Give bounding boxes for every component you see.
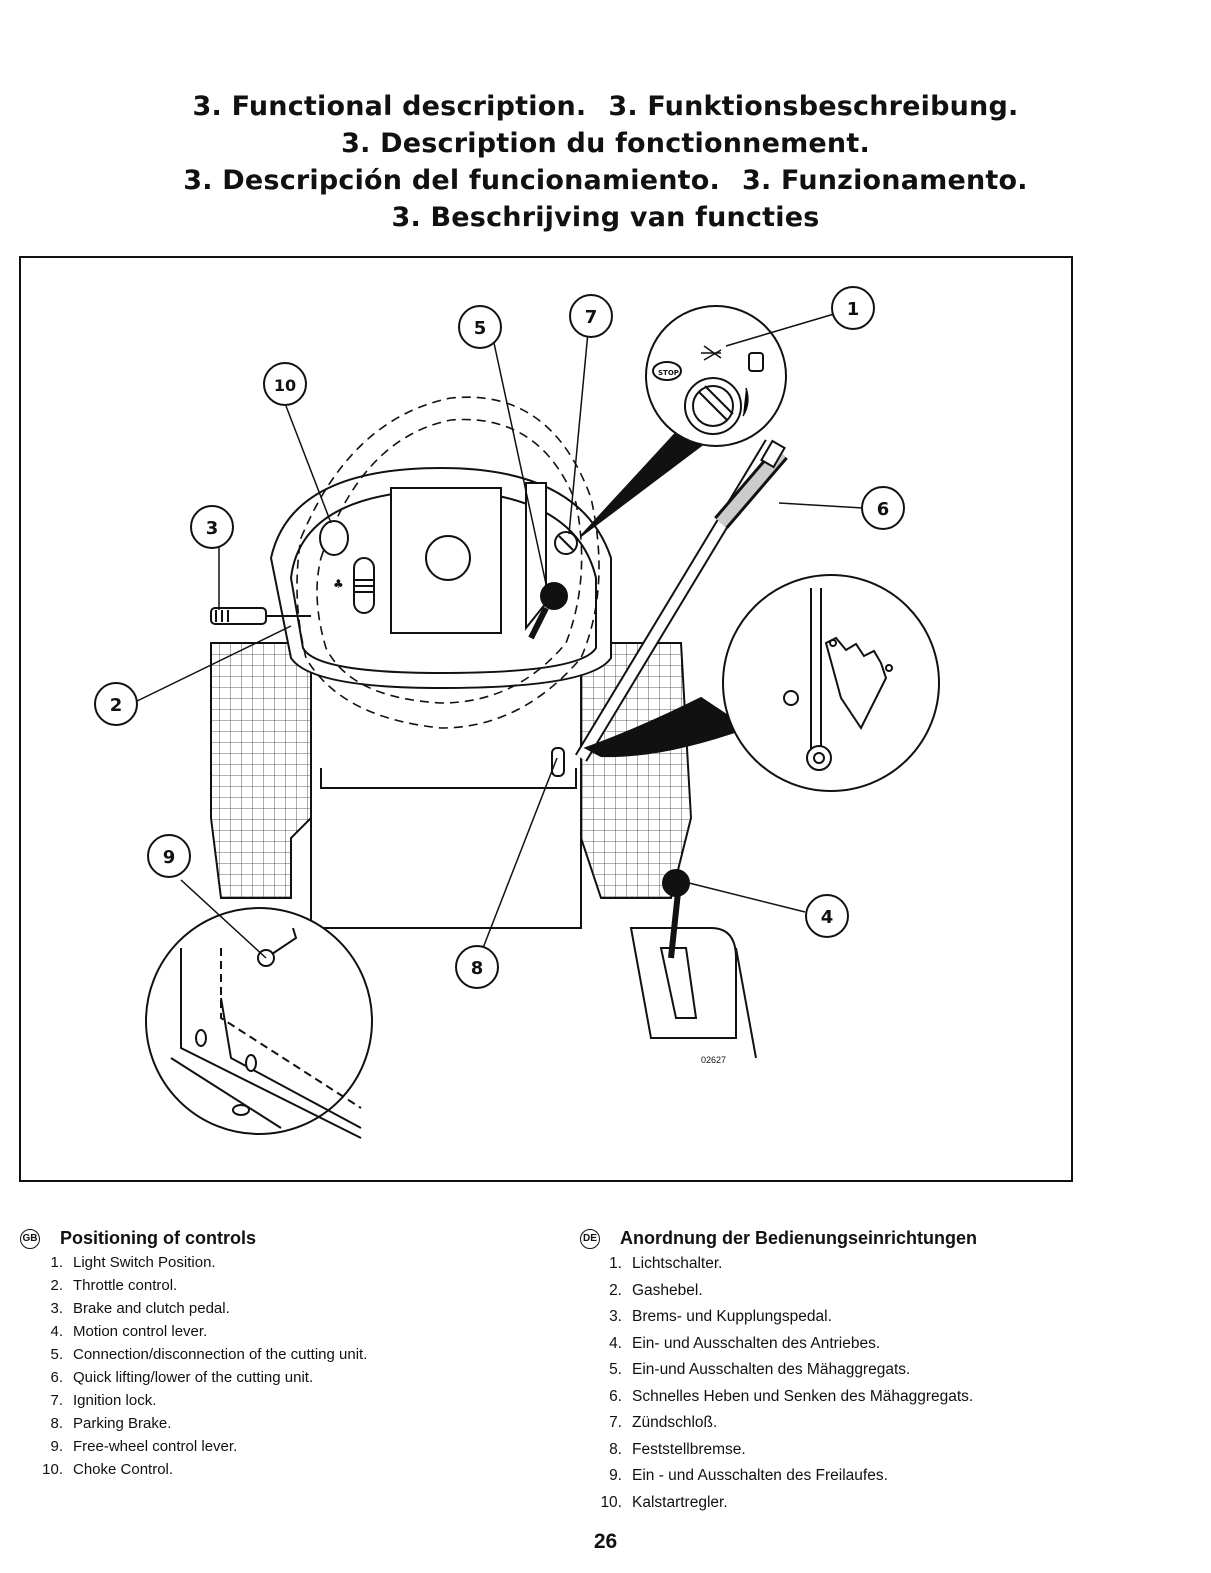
list-item: 1.Lichtschalter. <box>609 1255 723 1272</box>
lift-ratchet-inset <box>583 574 940 792</box>
title-line-1: 3. Functional description. 3. Funktionsbe… <box>0 88 1211 125</box>
list-item: 10.Kalstartregler. <box>600 1493 728 1511</box>
controls-illustration: ♣ <box>19 256 1073 1182</box>
parking-brake <box>551 747 565 777</box>
list-item: 3.Brake and clutch pedal. <box>50 1300 230 1317</box>
title-line-2: 3. Description du fonctionnement. <box>0 125 1211 162</box>
legend-list: 1.Lichtschalter. 2.Gashebel. 3.Brems- un… <box>580 1251 1180 1516</box>
gb-flag-icon: GB <box>20 1228 40 1249</box>
list-item: 7.Zündschloß. <box>609 1414 718 1431</box>
svg-text:4: 4 <box>821 907 834 928</box>
svg-text:1: 1 <box>847 299 860 320</box>
title-en: 3. Functional description. <box>192 91 587 122</box>
callout-7: 7 <box>569 294 613 338</box>
choke-knob <box>319 520 349 556</box>
de-flag-icon: DE <box>580 1228 600 1249</box>
legend-title: Anordnung der Bedienungseinrichtungen <box>620 1228 977 1248</box>
lift-lever <box>575 439 788 762</box>
list-item: 10.Choke Control. <box>42 1461 174 1478</box>
svg-text:9: 9 <box>163 847 176 868</box>
list-item: 7.Ignition lock. <box>50 1392 157 1409</box>
title-es: 3. Descripción del funcionamiento. <box>183 165 720 196</box>
title-line-3: 3. Descripción del funcionamiento. 3. Fun… <box>0 162 1211 199</box>
svg-text:5: 5 <box>474 318 487 339</box>
pedal <box>210 607 311 625</box>
svg-text:6: 6 <box>877 499 890 520</box>
svg-text:♣: ♣ <box>333 577 344 591</box>
title-fr: 3. Description du fonctionnement. <box>341 128 870 159</box>
svg-text:3: 3 <box>206 518 219 539</box>
callout-2: 2 <box>94 682 138 726</box>
tractor-body <box>210 396 693 929</box>
title-it: 3. Funzionamento. <box>742 165 1028 196</box>
legend-title: Positioning of controls <box>60 1228 256 1248</box>
list-item: 4.Motion control lever. <box>50 1323 208 1340</box>
page-titles: 3. Functional description. 3. Funktionsbe… <box>0 88 1211 236</box>
svg-text:2: 2 <box>110 695 123 716</box>
callout-10: 10 <box>263 362 307 406</box>
legend-heading: GB Positioning of controls <box>20 1228 520 1249</box>
list-item: 8.Parking Brake. <box>50 1415 172 1432</box>
callout-5: 5 <box>458 305 502 349</box>
list-item: 8.Feststellbremse. <box>609 1440 746 1458</box>
list-item: 2.Gashebel. <box>609 1281 703 1299</box>
callout-labels: 1 2 3 4 5 6 7 8 9 10 <box>94 286 905 989</box>
ignition-key <box>554 531 578 555</box>
svg-text:8: 8 <box>471 958 484 979</box>
list-item: 4.Ein- und Ausschalten des Antriebes. <box>609 1334 881 1352</box>
list-item: 9.Ein - und Ausschalten des Freilaufes. <box>609 1467 888 1484</box>
leader-lines <box>132 313 864 959</box>
svg-text:10: 10 <box>274 376 296 395</box>
ignition-inset: STOP <box>580 305 787 537</box>
title-de: 3. Funktionsbeschreibung. <box>608 91 1019 122</box>
drawing-number: 02627 <box>701 1055 726 1065</box>
list-item: 2.Throttle control. <box>50 1277 178 1294</box>
list-item: 5.Connection/disconnection of the cuttin… <box>50 1346 368 1363</box>
legend-list: 1.Light Switch Position. 2.Throttle cont… <box>20 1251 520 1481</box>
legend-heading: DE Anordnung der Bedienungseinrichtungen <box>580 1228 1180 1249</box>
motion-control-lever <box>629 869 757 1059</box>
callout-9: 9 <box>147 834 191 878</box>
callout-3: 3 <box>190 505 234 549</box>
legend-english: GB Positioning of controls 1.Light Switc… <box>20 1228 520 1481</box>
title-nl: 3. Beschrijving van functies <box>391 202 820 233</box>
list-item: 5.Ein-und Ausschalten des Mähaggregats. <box>609 1361 911 1378</box>
list-item: 6.Quick lifting/lower of the cutting uni… <box>50 1369 314 1386</box>
svg-text:7: 7 <box>585 307 598 328</box>
callout-4: 4 <box>805 894 849 938</box>
callout-6: 6 <box>861 486 905 530</box>
page-number: 26 <box>593 1530 618 1553</box>
legend-german: DE Anordnung der Bedienungseinrichtungen… <box>580 1228 1180 1516</box>
title-line-4: 3. Beschrijving van functies <box>0 199 1211 236</box>
list-item: 9.Free-wheel control lever. <box>50 1438 238 1455</box>
tractor-controls-diagram: ♣ <box>94 286 940 1139</box>
callout-8: 8 <box>455 945 499 989</box>
free-wheel-inset <box>145 907 373 1139</box>
list-item: 3.Brems- und Kupplungspedal. <box>609 1308 832 1325</box>
throttle-lever: ♣ <box>333 557 375 614</box>
list-item: 6.Schnelles Heben und Senken des Mähaggr… <box>609 1387 974 1405</box>
stop-label: STOP <box>658 369 679 377</box>
list-item: 1.Light Switch Position. <box>50 1254 216 1271</box>
callout-1: 1 <box>831 286 875 330</box>
